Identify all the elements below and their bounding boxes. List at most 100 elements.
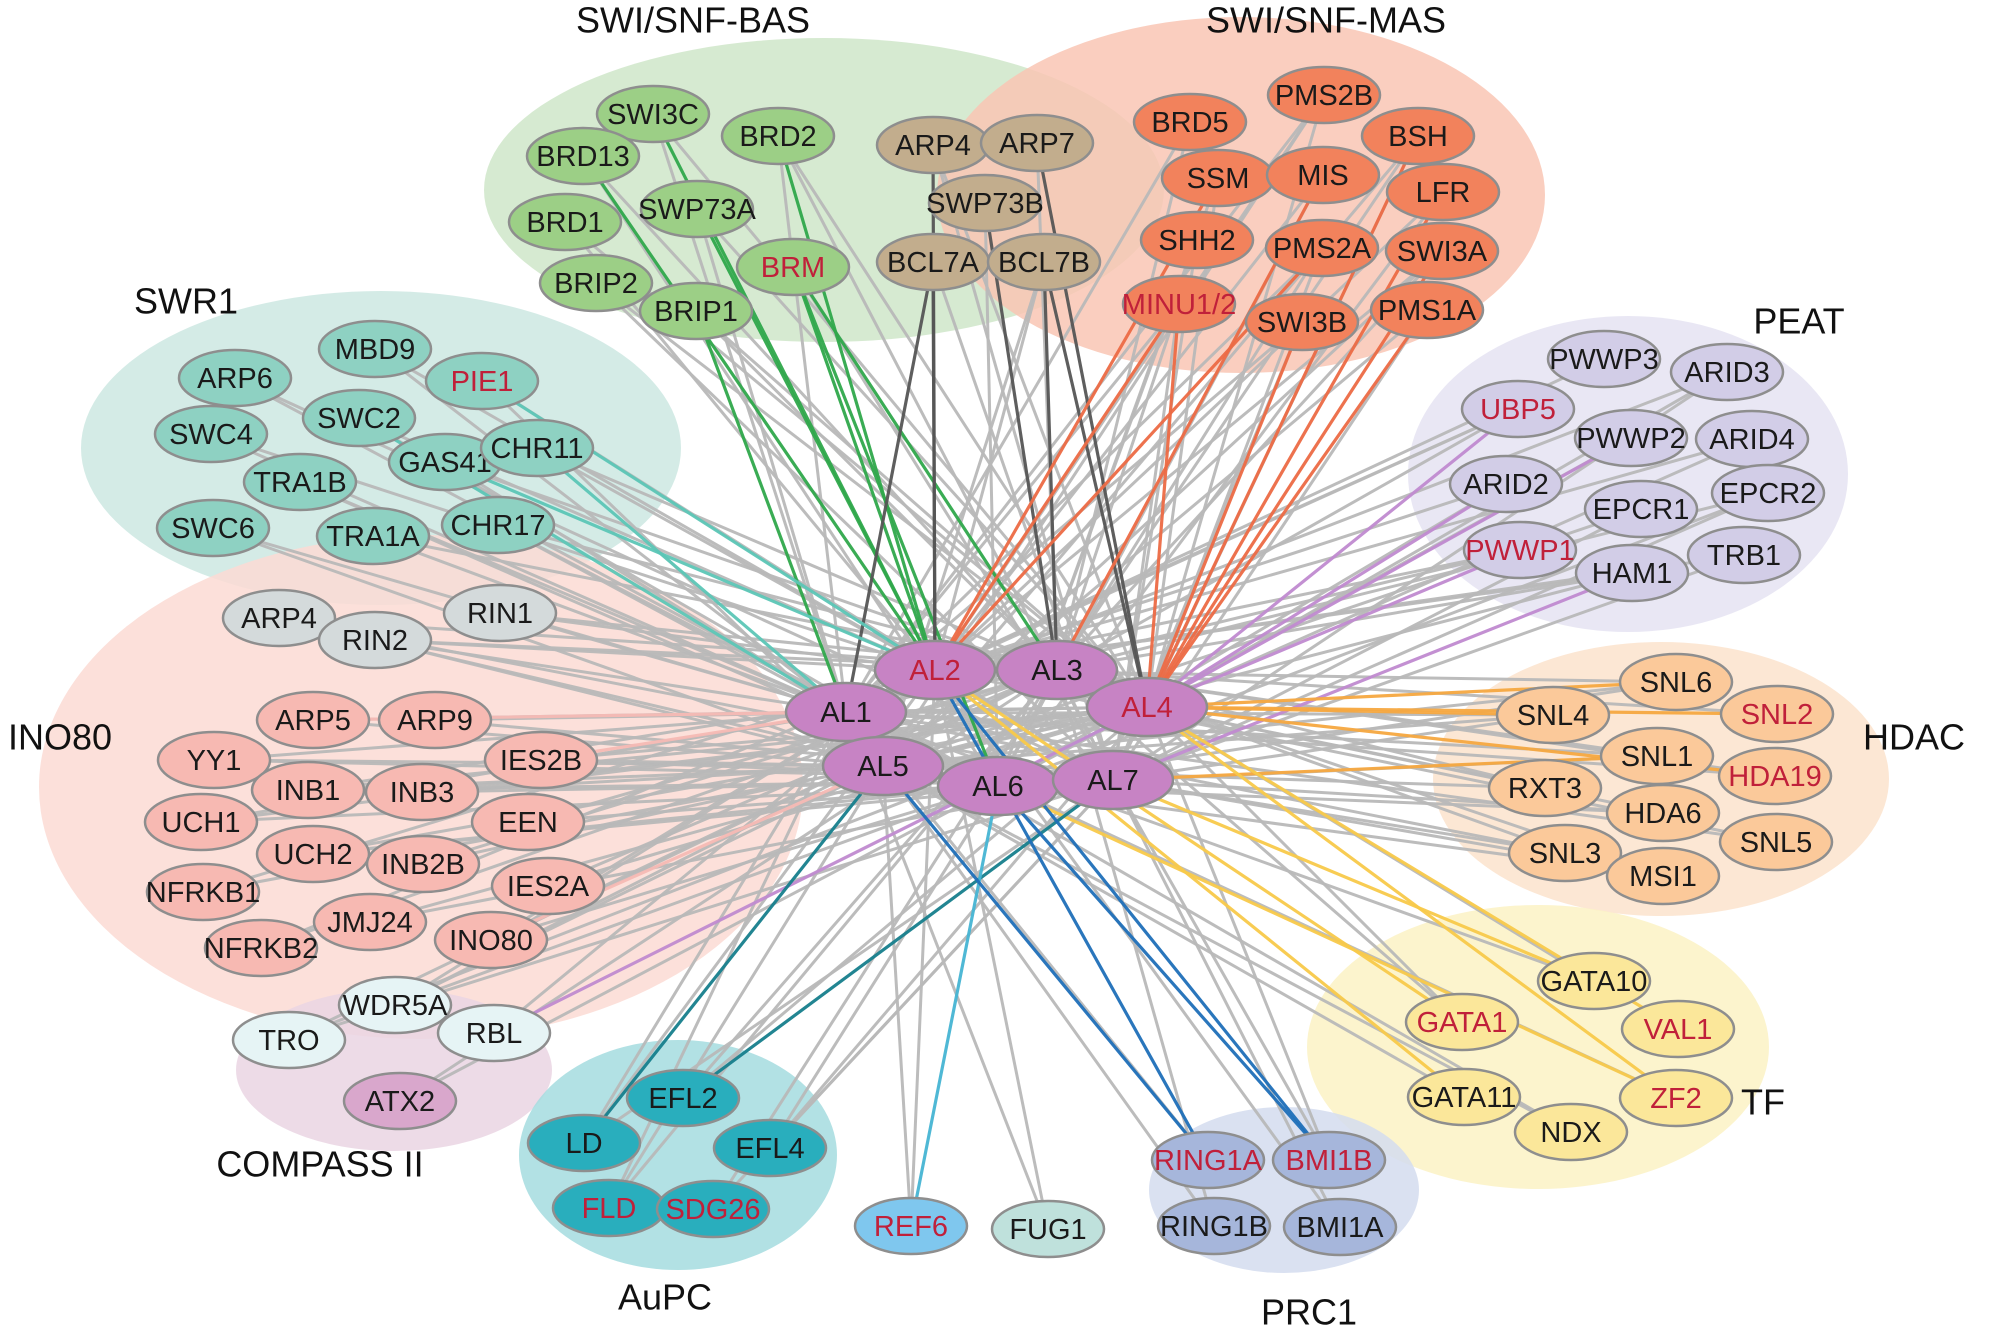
edge-uch2-al4 (311, 705, 1149, 856)
node-nfrkb2-shape (203, 918, 319, 978)
node-al6-label: AL6 (972, 771, 1024, 803)
node-tra1a-label: TRA1A (326, 521, 420, 553)
node-brip2: BRIP2 (538, 253, 654, 313)
node-hda6: HDA6 (1605, 783, 1721, 843)
edge-brd2-al4 (776, 134, 1149, 709)
node-inb2b-shape (365, 834, 481, 894)
node-al1-shape (784, 681, 908, 743)
edge-snl4-al7 (1111, 713, 1555, 782)
node-nfrkb1-shape (145, 862, 261, 922)
node-chr11-shape (479, 418, 595, 478)
node-arid3-label: ARID3 (1684, 357, 1769, 389)
node-arp6-label: ARP6 (197, 363, 273, 395)
node-brd13-label: BRD13 (536, 141, 630, 173)
node-ies2a: IES2A (490, 856, 606, 916)
node-brd1-label: BRD1 (526, 207, 603, 239)
node-een-shape (470, 792, 586, 852)
node-swi3b: SWI3B (1244, 292, 1360, 352)
edge-ubp5-al4 (1145, 407, 1520, 709)
node-val1-label: VAL1 (1644, 1014, 1713, 1046)
node-bcl7b: BCL7B (986, 232, 1102, 292)
node-snl2-label: SNL2 (1741, 699, 1814, 731)
node-arid3-shape (1669, 342, 1785, 402)
node-efl4-label: EFL4 (735, 1133, 804, 1165)
node-tra1a: TRA1A (315, 506, 431, 566)
node-brip1-label: BRIP1 (654, 296, 738, 328)
node-pms1a-label: PMS1A (1378, 295, 1477, 327)
node-brd5-shape (1132, 92, 1248, 152)
node-gata1-shape (1404, 992, 1520, 1052)
edge-swp73a-al2 (695, 207, 937, 672)
node-swi3c-shape (595, 84, 711, 144)
node-swi3c-label: SWI3C (607, 99, 699, 131)
node-brm: BRM (735, 237, 851, 297)
node-bcl7b-label: BCL7B (998, 247, 1090, 279)
edge-swi3b-al4 (1145, 320, 1304, 709)
node-ssm-label: SSM (1187, 163, 1250, 195)
node-uch1-shape (143, 792, 259, 852)
node-atx2-label: ATX2 (365, 1086, 435, 1118)
node-snl3-shape (1507, 823, 1623, 883)
node-yy1-shape (156, 730, 272, 790)
node-swc6-label: SWC6 (171, 513, 255, 545)
edge-efl4-al6 (768, 784, 1000, 1150)
edge-chr11-al1 (535, 446, 848, 714)
edge-brip2-al7 (594, 281, 1115, 782)
node-al3-label: AL3 (1031, 655, 1083, 687)
node-inb2b-label: INB2B (381, 849, 465, 881)
node-jmj24: JMJ24 (312, 892, 428, 952)
group-label-ino80: INO80 (8, 717, 112, 758)
node-pwwp3-label: PWWP3 (1549, 344, 1659, 376)
node-fug1: FUG1 (990, 1199, 1106, 1259)
node-ring1a-label: RING1A (1154, 1145, 1263, 1177)
node-ies2b-shape (483, 730, 599, 790)
node-pwwp1: PWWP1 (1462, 520, 1578, 580)
node-al1-label: AL1 (820, 697, 872, 729)
node-minu12-shape (1121, 274, 1237, 334)
node-rxt3-shape (1487, 758, 1603, 818)
node-swc4: SWC4 (153, 404, 269, 464)
node-snl5-label: SNL5 (1740, 827, 1813, 859)
edge-rin2-al1 (373, 638, 848, 714)
node-wdr5a-shape (337, 975, 453, 1035)
edge-gas41-al2 (443, 460, 937, 672)
node-uch1: UCH1 (143, 792, 259, 852)
node-bcl7a-label: BCL7A (887, 247, 980, 279)
node-ref6-shape (853, 1196, 969, 1256)
node-swc2-label: SWC2 (317, 403, 401, 435)
node-tro-label: TRO (258, 1025, 319, 1057)
node-pms2a: PMS2A (1264, 218, 1380, 278)
node-nfrkb1: NFRKB1 (145, 862, 261, 922)
node-swi3a-shape (1384, 221, 1500, 281)
node-efl2-label: EFL2 (648, 1083, 717, 1115)
node-al5: AL5 (821, 735, 945, 797)
node-snl3: SNL3 (1507, 823, 1623, 883)
node-nfrkb2: NFRKB2 (203, 918, 319, 978)
node-ies2a-label: IES2A (507, 871, 590, 903)
node-snl6-label: SNL6 (1640, 667, 1713, 699)
node-fld: FLD (551, 1178, 667, 1238)
node-hda19: HDA19 (1717, 746, 1833, 806)
node-fug1-shape (990, 1199, 1106, 1259)
node-epcr1-shape (1583, 479, 1699, 539)
node-arp4i-shape (221, 588, 337, 648)
node-chr17-shape (440, 495, 556, 555)
node-bmi1b-shape (1271, 1130, 1387, 1190)
node-swp73b-label: SWP73B (926, 188, 1044, 220)
edge-snl3-al1 (844, 710, 1567, 855)
node-arp9-label: ARP9 (397, 705, 473, 737)
node-nfrkb1-label: NFRKB1 (146, 877, 260, 909)
node-rin1-label: RIN1 (467, 598, 533, 630)
edge-minu12-al2 (933, 302, 1181, 672)
node-hda19-shape (1717, 746, 1833, 806)
node-yy1-label: YY1 (187, 745, 242, 777)
node-pwwp1-label: PWWP1 (1465, 535, 1575, 567)
node-rbl-shape (436, 1003, 552, 1063)
edge-ld-al5 (582, 764, 885, 1145)
node-ino80n: INO80 (433, 910, 549, 970)
edge-rin1-al2 (498, 611, 937, 672)
node-arp7-label: ARP7 (999, 128, 1075, 160)
node-pms1a: PMS1A (1369, 280, 1485, 340)
node-pms2a-shape (1264, 218, 1380, 278)
node-brd13: BRD13 (525, 126, 641, 186)
